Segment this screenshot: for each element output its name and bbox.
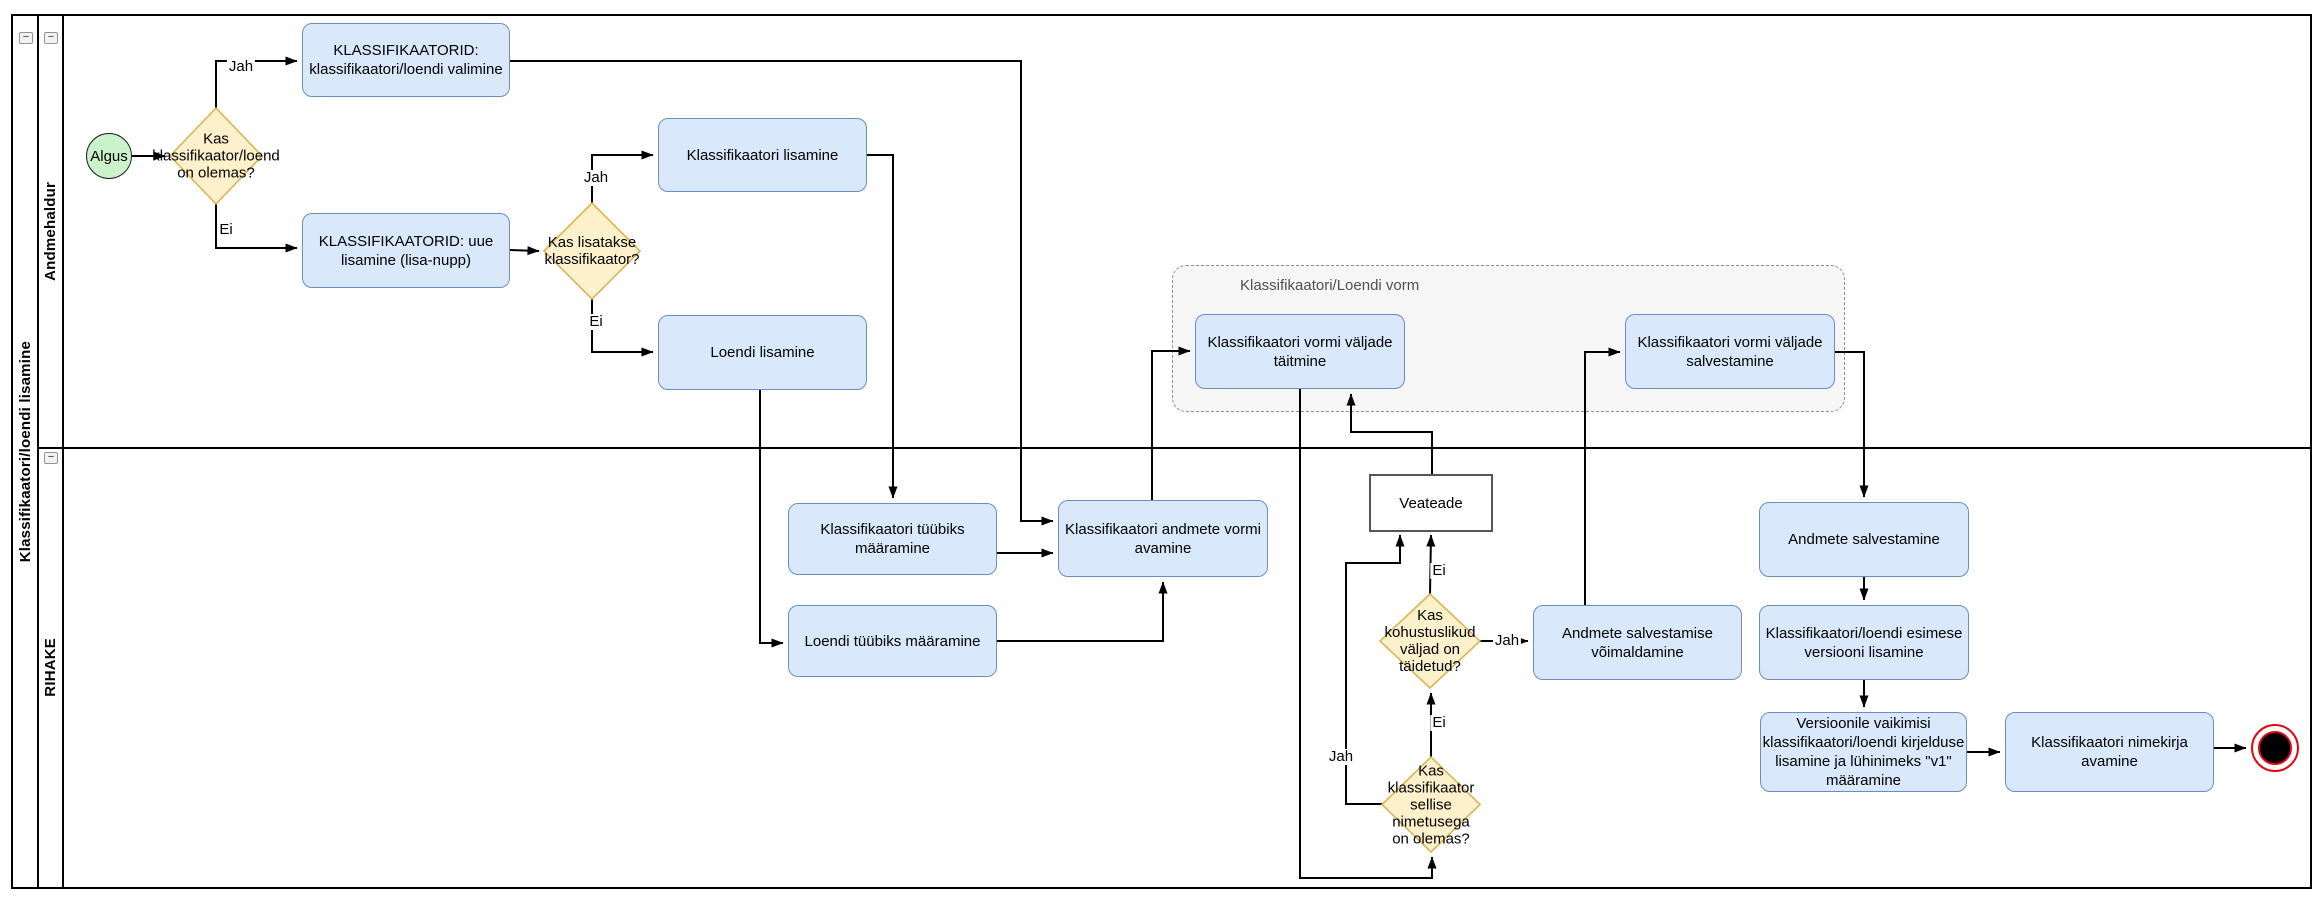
group-vorm-label: Klassifikaatori/Loendi vorm — [1240, 277, 1420, 294]
start-algus[interactable]: Algus — [86, 133, 132, 179]
lane-andmehaldur-label: Andmehaldur — [42, 182, 59, 281]
pool-collapse-button[interactable]: − — [19, 32, 33, 44]
decision-kohustuslikud-label: Kas kohustuslikud väljad on täidetud? — [1384, 607, 1476, 675]
decision-lisatakse-label: Kas lisatakse klassifikaator? — [544, 234, 640, 268]
end-event[interactable] — [2251, 724, 2299, 772]
edge-e-voimaldamine-salvestamine — [1584, 347, 1621, 605]
edge-label-e-olemas-jah: Jah — [226, 58, 256, 75]
edge-e-lisatakse-jah — [591, 150, 654, 203]
lane-divider — [39, 447, 2310, 449]
edge-e-klis-tyybiks — [867, 154, 898, 499]
message-veateade[interactable]: Veateade — [1369, 474, 1493, 532]
edge-label-e-kohustuslikud-jah: Jah — [1492, 632, 1522, 649]
edge-label-e-kohustuslikud-ei: Ei — [1430, 562, 1448, 579]
decision-lisatakse[interactable] — [542, 201, 642, 301]
edge-label-e-olemas-ei: Ei — [217, 221, 235, 238]
task-klassifikaatori-lisamine[interactable]: Klassifikaatori lisamine — [658, 118, 867, 192]
task-andmete-salvestamine[interactable]: Andmete salvestamine — [1759, 502, 1969, 577]
lane-andmehaldur-cell: Andmehaldur − — [39, 16, 62, 447]
pool-title: Klassifikaatori/loendi lisamine — [16, 340, 34, 563]
task-valjade-salvestamine[interactable]: Klassifikaatori vormi väljade salvestami… — [1625, 314, 1835, 389]
edge-label-e-nimetusega-jah: Jah — [1326, 748, 1356, 765]
task-uue-lisamine[interactable]: KLASSIFIKAATORID: uue lisamine (lisa-nup… — [302, 213, 510, 288]
pool: Klassifikaatori/loendi lisamine − Andmeh… — [11, 14, 2312, 889]
task-esimese-versiooni[interactable]: Klassifikaatori/loendi esimese versiooni… — [1759, 605, 1969, 680]
edge-e-olemas-ei — [215, 204, 298, 253]
edge-e-llis-ltyybiks — [759, 390, 784, 648]
decision-nimetusega-label: Kas klassifikaator sellise nimetusega on… — [1387, 762, 1475, 847]
lane-title-column: Andmehaldur − RIHAKE − — [39, 16, 64, 887]
edge-e-valimine-avamine — [510, 60, 1054, 526]
decision-kohustuslikud[interactable] — [1378, 592, 1482, 690]
edge-label-e-nimetusega-ei: Ei — [1430, 714, 1448, 731]
task-valimine[interactable]: KLASSIFIKAATORID: klassifikaatori/loendi… — [302, 23, 510, 97]
lane-rihake-label: RIHAKE — [42, 637, 59, 697]
edge-e-ltyybiks-avamine — [997, 581, 1168, 642]
task-loendi-lisamine[interactable]: Loendi lisamine — [658, 315, 867, 390]
task-valjade-taitmine[interactable]: Klassifikaatori vormi väljade täitmine — [1195, 314, 1405, 389]
task-salvestamise-voimaldamine[interactable]: Andmete salvestamise võimaldamine — [1533, 605, 1742, 680]
decision-olemas-label: Kas klassifikaator/loend on olemas? — [152, 130, 280, 182]
edge-e-uue-lisatakse — [509, 246, 540, 256]
edge-label-e-lisatakse-jah: Jah — [581, 169, 611, 186]
end-event-inner — [2258, 731, 2292, 765]
lane-rihake-collapse-button[interactable]: − — [44, 452, 58, 464]
task-versioonile-vaikimisi[interactable]: Versioonile vaikimisi klassifikaatori/lo… — [1760, 712, 1967, 792]
task-klassifikaatori-tyybiks[interactable]: Klassifikaatori tüübiks määramine — [788, 503, 997, 575]
decision-nimetusega[interactable] — [1380, 755, 1482, 854]
edge-e-olemas-jah — [215, 56, 298, 108]
edge-e-taitmine-nimetusega — [1299, 389, 1437, 879]
edge-label-e-lisatakse-ei: Ei — [587, 313, 605, 330]
task-loendi-tyybiks[interactable]: Loendi tüübiks määramine — [788, 605, 997, 677]
decision-olemas[interactable] — [168, 106, 264, 206]
edge-e-nimetusega-jah — [1345, 534, 1405, 805]
lane-rihake-cell: RIHAKE − — [39, 447, 62, 887]
task-nimekirja-avamine[interactable]: Klassifikaatori nimekirja avamine — [2005, 712, 2214, 792]
lane-andmehaldur-collapse-button[interactable]: − — [44, 32, 58, 44]
task-vormi-avamine[interactable]: Klassifikaatori andmete vormi avamine — [1058, 500, 1268, 577]
edge-e-veateade-taitmine — [1346, 393, 1433, 474]
pool-title-column: Klassifikaatori/loendi lisamine − — [13, 16, 39, 887]
edge-e-avamine-taitmine — [1151, 346, 1191, 500]
